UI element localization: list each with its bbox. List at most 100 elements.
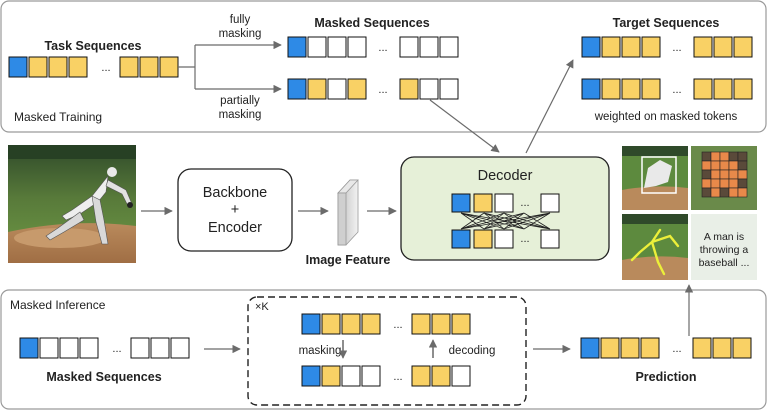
token-yellow	[307, 78, 327, 100]
fully-masking-label-2: masking	[219, 28, 262, 40]
encoder-label: Encoder	[208, 220, 262, 236]
heatmap-cell	[737, 151, 748, 162]
token-yellow	[621, 36, 641, 58]
token-yellow	[601, 78, 621, 100]
prediction-title: Prediction	[635, 370, 696, 384]
heatmap-cell	[719, 169, 730, 180]
image-feature-label: Image Feature	[306, 253, 391, 267]
token-yellow	[28, 56, 48, 78]
token-yellow	[159, 56, 179, 78]
token-blue	[581, 78, 601, 100]
input-image	[8, 145, 136, 263]
heatmap-cell	[710, 151, 721, 162]
heatmap-cell	[701, 151, 712, 162]
token-masked	[399, 36, 419, 58]
token-masked	[540, 193, 560, 213]
heatmap-cell	[737, 178, 748, 189]
token-masked	[439, 78, 459, 100]
heatmap-cell	[719, 151, 730, 162]
ellipsis: ...	[672, 84, 681, 96]
partially-masking-label-1: partially	[220, 95, 260, 107]
token-masked	[419, 78, 439, 100]
iteration-top-sequence: ...	[301, 313, 471, 335]
heatmap-cell	[719, 178, 730, 189]
token-yellow	[712, 337, 732, 359]
token-yellow	[733, 78, 753, 100]
training-panel	[0, 0, 767, 133]
token-yellow	[119, 56, 139, 78]
prediction-sequence: ...	[580, 337, 752, 359]
token-yellow	[347, 78, 367, 100]
token-yellow	[411, 365, 431, 387]
heatmap-cell	[737, 169, 748, 180]
token-yellow	[48, 56, 68, 78]
weighted-note: weighted on masked tokens	[594, 111, 738, 123]
backbone-label: Backbone	[203, 185, 268, 201]
masked-sequences-title: Masked Sequences	[314, 16, 429, 30]
token-yellow	[399, 78, 419, 100]
caption-line-2: throwing a	[700, 244, 749, 256]
ellipsis: ...	[378, 84, 387, 96]
caption-line-1: A man is	[704, 231, 744, 243]
token-yellow	[321, 313, 341, 335]
output-heatmap-image	[691, 146, 757, 210]
token-masked	[59, 337, 79, 359]
token-masked	[79, 337, 99, 359]
token-masked	[494, 193, 514, 213]
token-yellow	[68, 56, 88, 78]
target-sequence-2: ...	[581, 78, 753, 100]
fully-masked-sequence: ...	[287, 36, 459, 58]
ellipsis: ...	[378, 42, 387, 54]
ellipsis: ...	[672, 42, 681, 54]
inference-panel-label: Masked Inference	[10, 298, 106, 312]
token-blue	[8, 56, 28, 78]
token-masked	[439, 36, 459, 58]
ellipsis: ...	[393, 319, 402, 331]
token-yellow	[473, 229, 493, 249]
token-masked	[494, 229, 514, 249]
heatmap-cell	[728, 151, 739, 162]
token-yellow	[621, 78, 641, 100]
token-yellow	[321, 365, 341, 387]
ellipsis: ...	[520, 233, 529, 245]
target-sequences-title: Target Sequences	[613, 16, 720, 30]
branch-line	[178, 45, 196, 89]
token-yellow	[600, 337, 620, 359]
token-yellow	[693, 36, 713, 58]
token-yellow	[732, 337, 752, 359]
output-detection-image	[622, 146, 688, 210]
token-yellow	[641, 36, 661, 58]
token-yellow	[733, 36, 753, 58]
token-yellow	[713, 36, 733, 58]
token-masked	[130, 337, 150, 359]
token-yellow	[692, 337, 712, 359]
token-blue	[301, 365, 321, 387]
token-masked	[419, 36, 439, 58]
pose-skeleton	[630, 228, 680, 276]
ellipsis: ...	[672, 343, 681, 355]
target-sequence-1: ...	[581, 36, 753, 58]
token-blue	[287, 78, 307, 100]
token-yellow	[431, 365, 451, 387]
token-yellow	[341, 313, 361, 335]
output-pose-image	[622, 214, 688, 280]
token-yellow	[640, 337, 660, 359]
token-yellow	[693, 78, 713, 100]
token-blue	[581, 36, 601, 58]
token-masked	[540, 229, 560, 249]
token-blue	[451, 229, 471, 249]
token-masked	[341, 365, 361, 387]
heatmap-cell	[719, 160, 730, 171]
decoder-attention: ... ...	[451, 193, 560, 249]
token-masked	[39, 337, 59, 359]
heatmap-cell	[728, 160, 739, 171]
token-masked	[347, 36, 367, 58]
bounding-box	[641, 156, 677, 194]
token-blue	[19, 337, 39, 359]
token-masked	[361, 365, 381, 387]
token-masked	[451, 365, 471, 387]
token-masked	[150, 337, 170, 359]
arrow-masked-sequences-to-decoder	[429, 99, 500, 153]
image-feature-slab	[337, 179, 359, 246]
